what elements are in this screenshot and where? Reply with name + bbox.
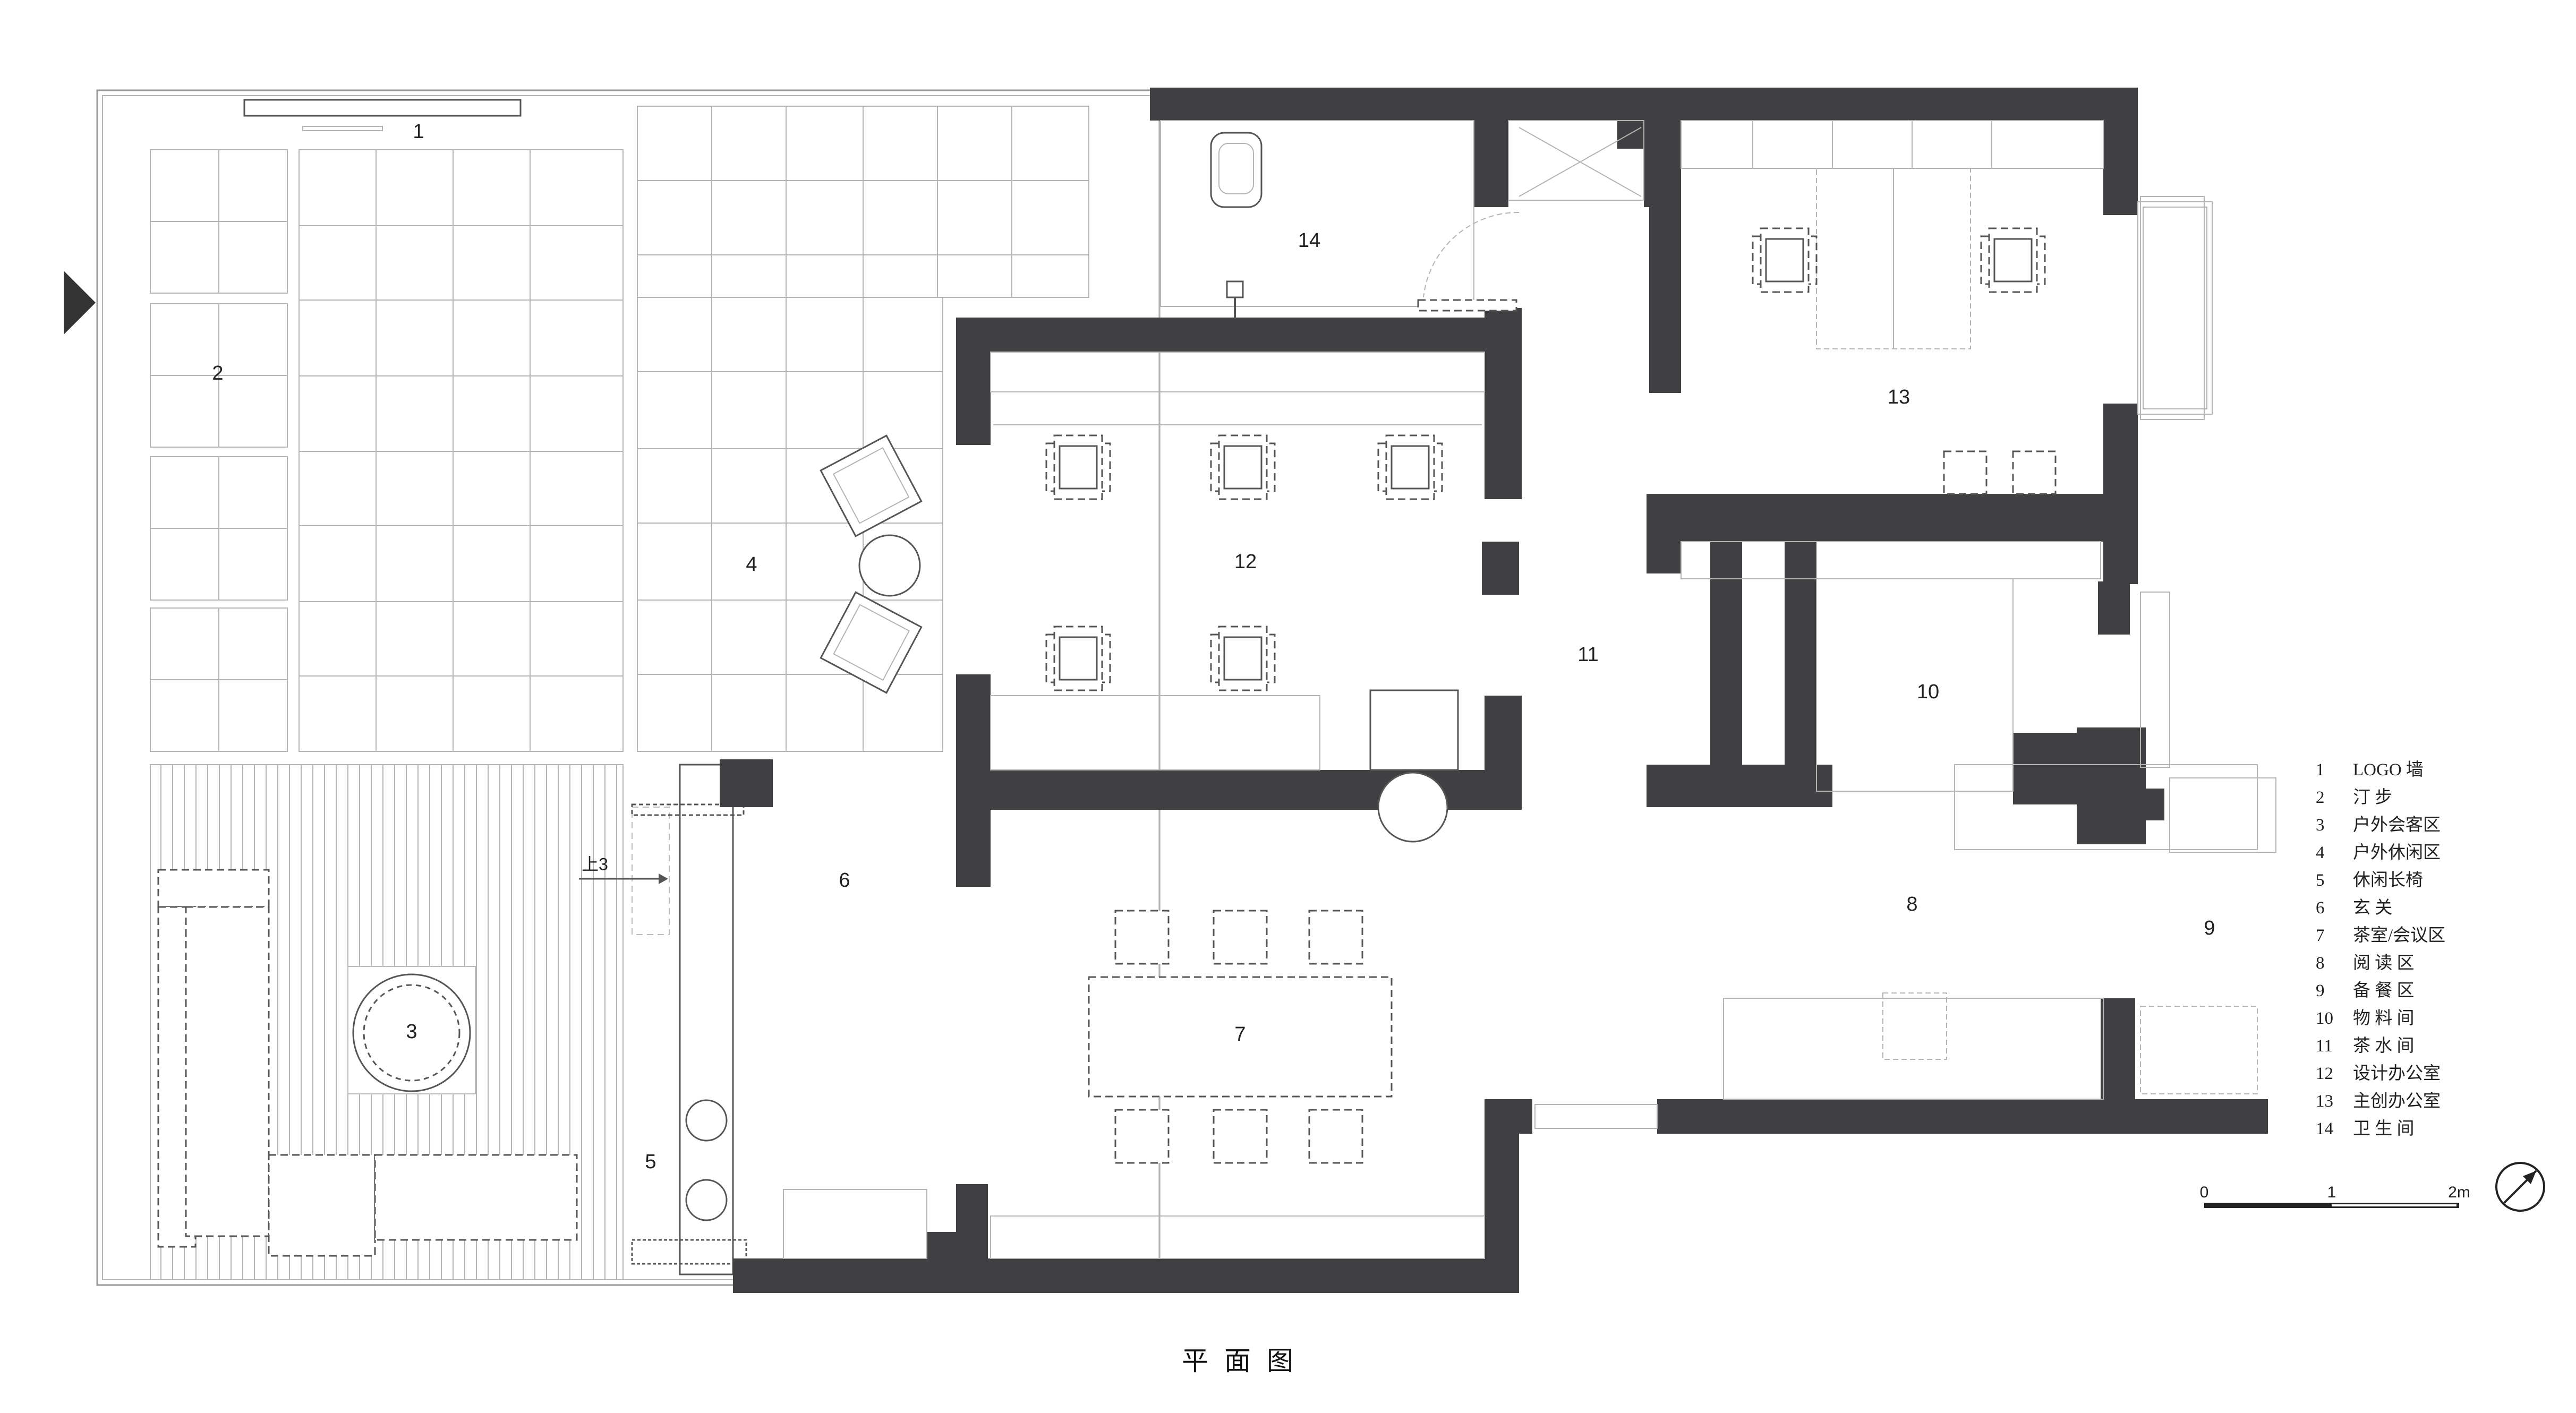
legend-room-name: 主创办公室 <box>2353 1091 2441 1111</box>
office-12-chairs <box>1045 434 1443 691</box>
door-14 <box>1417 299 1517 312</box>
legend-number: 5 <box>2316 871 2325 890</box>
room-labels: 1 2 3 4 5 6 7 8 9 10 11 12 13 14 上3 <box>212 121 2215 1173</box>
room-label: 6 <box>839 869 850 892</box>
scale-label: 1 <box>2327 1184 2336 1201</box>
legend-room-name: 玄 关 <box>2353 898 2392 918</box>
toilet-icon <box>1210 132 1263 208</box>
legend-number: 10 <box>2316 1009 2333 1028</box>
room-label: 11 <box>1577 644 1598 666</box>
room-label: 12 <box>1234 551 1257 573</box>
legend-number: 2 <box>2316 788 2325 807</box>
leisure-deck <box>637 106 1089 752</box>
outdoor-lounge-chairs <box>820 434 923 694</box>
stepping-stones <box>150 149 624 752</box>
legend: 1 LOGO 墙 2 汀 步 3 户外会客区 4 户外休闲区 5 休闲长椅 6 玄 关 7 茶室/会议区 8… <box>2316 760 2445 1138</box>
chair-icon <box>1377 434 1443 500</box>
walls <box>720 88 2268 1293</box>
legend-room-name: 汀 步 <box>2353 788 2392 807</box>
courtyard-outline <box>96 89 1161 1286</box>
legend-number: 11 <box>2316 1037 2333 1056</box>
legend-number: 9 <box>2316 981 2325 1000</box>
office-12-armchair <box>1369 689 1459 771</box>
room-label: 1 <box>413 121 424 143</box>
legend-room-name: 茶室/会议区 <box>2353 926 2445 945</box>
room-label: 3 <box>406 1021 417 1043</box>
chair-icon <box>1045 626 1111 691</box>
chair-icon <box>1752 227 1818 293</box>
legend-room-name: 户外会客区 <box>2353 815 2441 835</box>
scale-label: 2m <box>2448 1184 2470 1201</box>
outdoor-sofa <box>157 869 578 1257</box>
chair-icon <box>1210 626 1276 691</box>
legend-room-name: 阅 读 区 <box>2353 953 2415 973</box>
legend-room-name: 设计办公室 <box>2353 1064 2441 1083</box>
interior-lines <box>783 120 2258 1259</box>
window-bay <box>1534 201 2276 1129</box>
legend-number: 4 <box>2316 843 2325 862</box>
scale-label: 0 <box>2200 1184 2209 1201</box>
entry-step-label: 上3 <box>582 854 608 874</box>
scale-bar: 0 1 2m <box>2200 1184 2470 1208</box>
legend-number: 3 <box>2316 816 2325 835</box>
drawing-title: 平面图 <box>1182 1346 1309 1376</box>
room-label: 9 <box>2204 917 2215 939</box>
legend-room-name: 物 料 间 <box>2353 1008 2415 1028</box>
logo-wall <box>243 99 522 131</box>
entry-arrow-icon <box>64 271 96 335</box>
faucet-icon <box>1226 280 1244 319</box>
room-label: 7 <box>1234 1023 1246 1046</box>
chair-icon <box>1980 227 2046 293</box>
legend-number: 1 <box>2316 760 2325 780</box>
room-label: 2 <box>212 362 223 384</box>
column <box>1377 772 1448 843</box>
room-label: 10 <box>1917 681 1939 703</box>
chair-icon <box>1045 434 1111 500</box>
room-label: 8 <box>1906 893 1917 915</box>
room-label: 5 <box>645 1151 656 1173</box>
chair-icon <box>1210 434 1276 500</box>
room-label: 4 <box>746 553 757 576</box>
legend-room-name: 备 餐 区 <box>2353 981 2415 1000</box>
legend-number: 14 <box>2316 1119 2333 1138</box>
legend-room-name: 卫 生 间 <box>2353 1119 2415 1138</box>
legend-room-name: LOGO 墙 <box>2353 760 2424 780</box>
legend-room-name: 休闲长椅 <box>2353 870 2423 890</box>
office-13-chairs <box>1752 227 2046 293</box>
legend-room-name: 户外休闲区 <box>2353 843 2441 862</box>
legend-number: 6 <box>2316 898 2325 918</box>
meeting-table <box>1088 910 1393 1164</box>
door-swing <box>1423 211 1520 298</box>
leisure-bench <box>579 764 747 1275</box>
legend-number: 8 <box>2316 954 2325 973</box>
stool <box>1943 450 1988 495</box>
legend-number: 13 <box>2316 1092 2333 1111</box>
north-arrow-icon <box>2495 1162 2545 1212</box>
legend-room-name: 茶 水 间 <box>2353 1036 2415 1056</box>
legend-number: 12 <box>2316 1064 2333 1083</box>
room-label: 13 <box>1888 386 1910 408</box>
legend-number: 7 <box>2316 926 2325 945</box>
room-label: 14 <box>1298 229 1320 252</box>
stool <box>2012 450 2057 495</box>
